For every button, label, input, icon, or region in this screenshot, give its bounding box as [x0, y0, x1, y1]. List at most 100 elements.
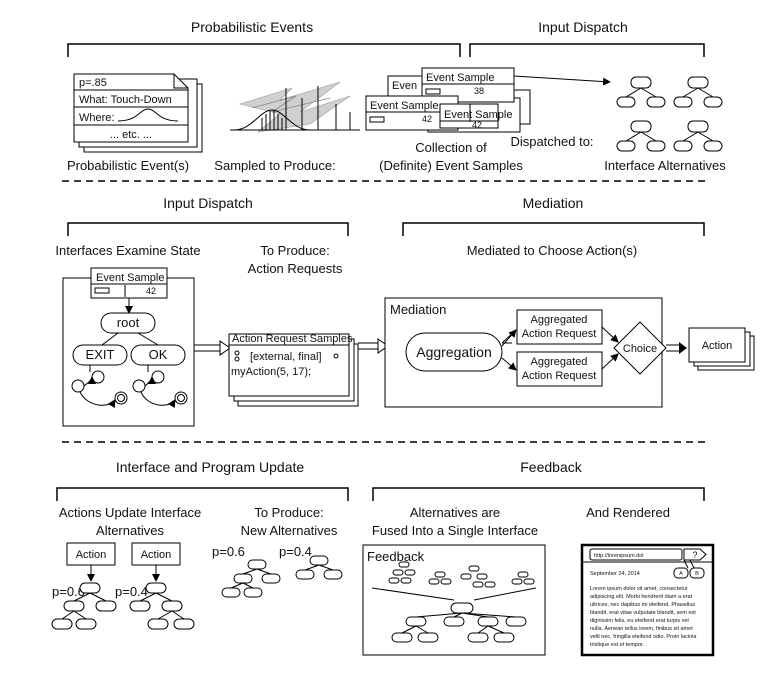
lorem-line: adipiscing elit. Morbi hendrerit diam a …	[590, 594, 693, 600]
p-right-label: p=0.4	[115, 584, 148, 599]
prob-events-caption: Probabilistic Event(s)	[67, 158, 189, 173]
lorem-line: dignissim felis, eu eleifend erat turpis…	[590, 618, 689, 624]
mediation-box-title: Mediation	[390, 302, 446, 317]
svg-text:EXIT: EXIT	[86, 347, 115, 362]
prob-event-where: Where:	[79, 112, 114, 124]
svg-text:Even: Even	[392, 80, 417, 92]
lorem-line: blandit, erat vitae vulputate blandit, s…	[590, 610, 696, 616]
mediation-box: Mediation Aggregation Aggregated Action …	[384, 297, 667, 408]
svg-text:42: 42	[472, 120, 482, 130]
lorem-line: nulla. Aenean tellus lorem, finibus sit …	[590, 626, 693, 632]
sampled-caption: Sampled to Produce:	[214, 158, 335, 173]
dispatch-arrow	[513, 75, 611, 86]
interfaces-examine-label: Interfaces Examine State	[55, 243, 200, 258]
interface-alternative-trees	[616, 76, 723, 152]
lorem-line: Lorem ipsum dolor sit amet, consectetur	[590, 586, 688, 592]
sampling-graphic	[230, 81, 360, 133]
aggregation-node	[405, 332, 503, 372]
to-mediation-arrow	[358, 342, 380, 350]
bracket-input-dispatch-mid	[67, 222, 349, 236]
choice-node	[613, 321, 667, 375]
p-new-right-label: p=0.4	[279, 544, 312, 559]
p-left-label: p=0.6	[52, 584, 85, 599]
actions-update-graphic: Action Action p=0.6 p=0.4	[51, 542, 195, 630]
section-input-dispatch-mid: Input Dispatch	[163, 195, 253, 211]
aggregated-request-1	[516, 309, 603, 345]
svg-text:root: root	[117, 315, 140, 330]
help-button	[683, 548, 707, 561]
svg-text:Aggregated: Aggregated	[531, 314, 588, 326]
section-mediation: Mediation	[523, 195, 584, 211]
action-output-stack: Action	[688, 327, 755, 371]
bracket-probabilistic-events	[67, 43, 461, 57]
svg-text:?: ?	[692, 550, 697, 560]
svg-text:OK: OK	[149, 347, 168, 362]
svg-text:Action: Action	[141, 549, 172, 561]
to-action-requests-arrow	[194, 344, 222, 352]
new-alternatives-graphic: p=0.6 p=0.4	[212, 544, 343, 598]
section-input-dispatch-top: Input Dispatch	[538, 19, 628, 35]
prob-event-p: p=.85	[79, 77, 107, 89]
svg-text:Event Sample: Event Sample	[444, 109, 512, 121]
mediated-caption: Mediated to Choose Action(s)	[467, 243, 638, 258]
dispatched-to-label: Dispatched to:	[510, 134, 593, 149]
svg-text:Action: Action	[76, 549, 107, 561]
svg-text:Action Request: Action Request	[522, 370, 597, 382]
to-produce-new-1: To Produce:	[254, 505, 323, 520]
ok-node	[130, 344, 186, 366]
prob-event-etc: ... etc. ...	[110, 129, 152, 141]
svg-text:A: A	[679, 571, 683, 577]
svg-text:Aggregated: Aggregated	[531, 356, 588, 368]
p-new-left-label: p=0.6	[212, 544, 245, 559]
to-produce-label-1: To Produce:	[260, 243, 329, 258]
svg-text:38: 38	[474, 86, 484, 96]
lorem-line: tristique est et tempor.	[590, 642, 645, 648]
fused-label-2: Fused Into a Single Interface	[372, 523, 538, 538]
bracket-interface-update	[56, 487, 349, 501]
actions-update-label-1: Actions Update Interface	[59, 505, 201, 520]
action-request-samples-title: Action Request Samples	[232, 333, 353, 345]
section-interface-update: Interface and Program Update	[116, 459, 305, 475]
section-feedback: Feedback	[520, 459, 582, 475]
button-b	[689, 567, 705, 579]
svg-text:Event Sample: Event Sample	[426, 72, 494, 84]
svg-text:42: 42	[422, 114, 432, 124]
actions-update-label-2: Alternatives	[96, 523, 164, 538]
page-date: September 24, 2014	[590, 571, 640, 577]
action-request-samples: Action Request Samples [external, final]…	[228, 333, 359, 407]
aggregated-request-2	[516, 351, 603, 387]
svg-text:Action Request: Action Request	[522, 328, 597, 340]
svg-text:http://lorenipsum.dol: http://lorenipsum.dol	[594, 553, 644, 559]
prob-event-what: What: Touch-Down	[79, 94, 172, 106]
collection-caption-2: (Definite) Event Samples	[379, 158, 523, 173]
to-produce-new-2: New Alternatives	[241, 523, 338, 538]
bracket-feedback	[372, 487, 705, 501]
collection-caption-1: Collection of	[415, 140, 487, 155]
interface-alternatives-label: Interface Alternatives	[604, 158, 726, 173]
action-flags: [external, final]	[250, 351, 322, 363]
section-probabilistic-events: Probabilistic Events	[191, 19, 313, 35]
interface-state-box: Event Sample 42 root EXIT OK	[62, 267, 195, 427]
action-output-label: Action	[702, 340, 733, 352]
to-produce-label-2: Action Requests	[248, 261, 343, 276]
event-sample-value: 42	[146, 286, 156, 296]
feedback-box: Feedback	[362, 544, 546, 656]
root-node	[100, 312, 156, 334]
svg-text:Event Sample: Event Sample	[370, 100, 438, 112]
svg-text:Aggregation: Aggregation	[416, 344, 492, 360]
lorem-line: velit nec, fringilla eleifend odio. Proi…	[590, 634, 697, 640]
svg-text:Choice: Choice	[623, 343, 657, 355]
and-rendered-label: And Rendered	[586, 505, 670, 520]
button-a	[673, 567, 689, 579]
action-call: myAction(5, 17);	[231, 366, 311, 378]
probabilistic-event-card: p=.85 What: Touch-Down Where: ... etc. .…	[73, 73, 203, 153]
lorem-line: ultrices, nec dapibus mi eleifend. Phase…	[590, 602, 695, 608]
exit-node	[72, 344, 128, 366]
rendered-page: http://lorenipsum.dol ? September 24, 20…	[580, 543, 715, 657]
fused-label-1: Alternatives are	[410, 505, 500, 520]
bracket-input-dispatch-top	[469, 43, 705, 57]
bracket-mediation	[402, 222, 705, 236]
event-sample-collection: Even 67 Event Sample 38 Event Sample 42 …	[365, 67, 531, 133]
url-bar	[589, 548, 683, 561]
